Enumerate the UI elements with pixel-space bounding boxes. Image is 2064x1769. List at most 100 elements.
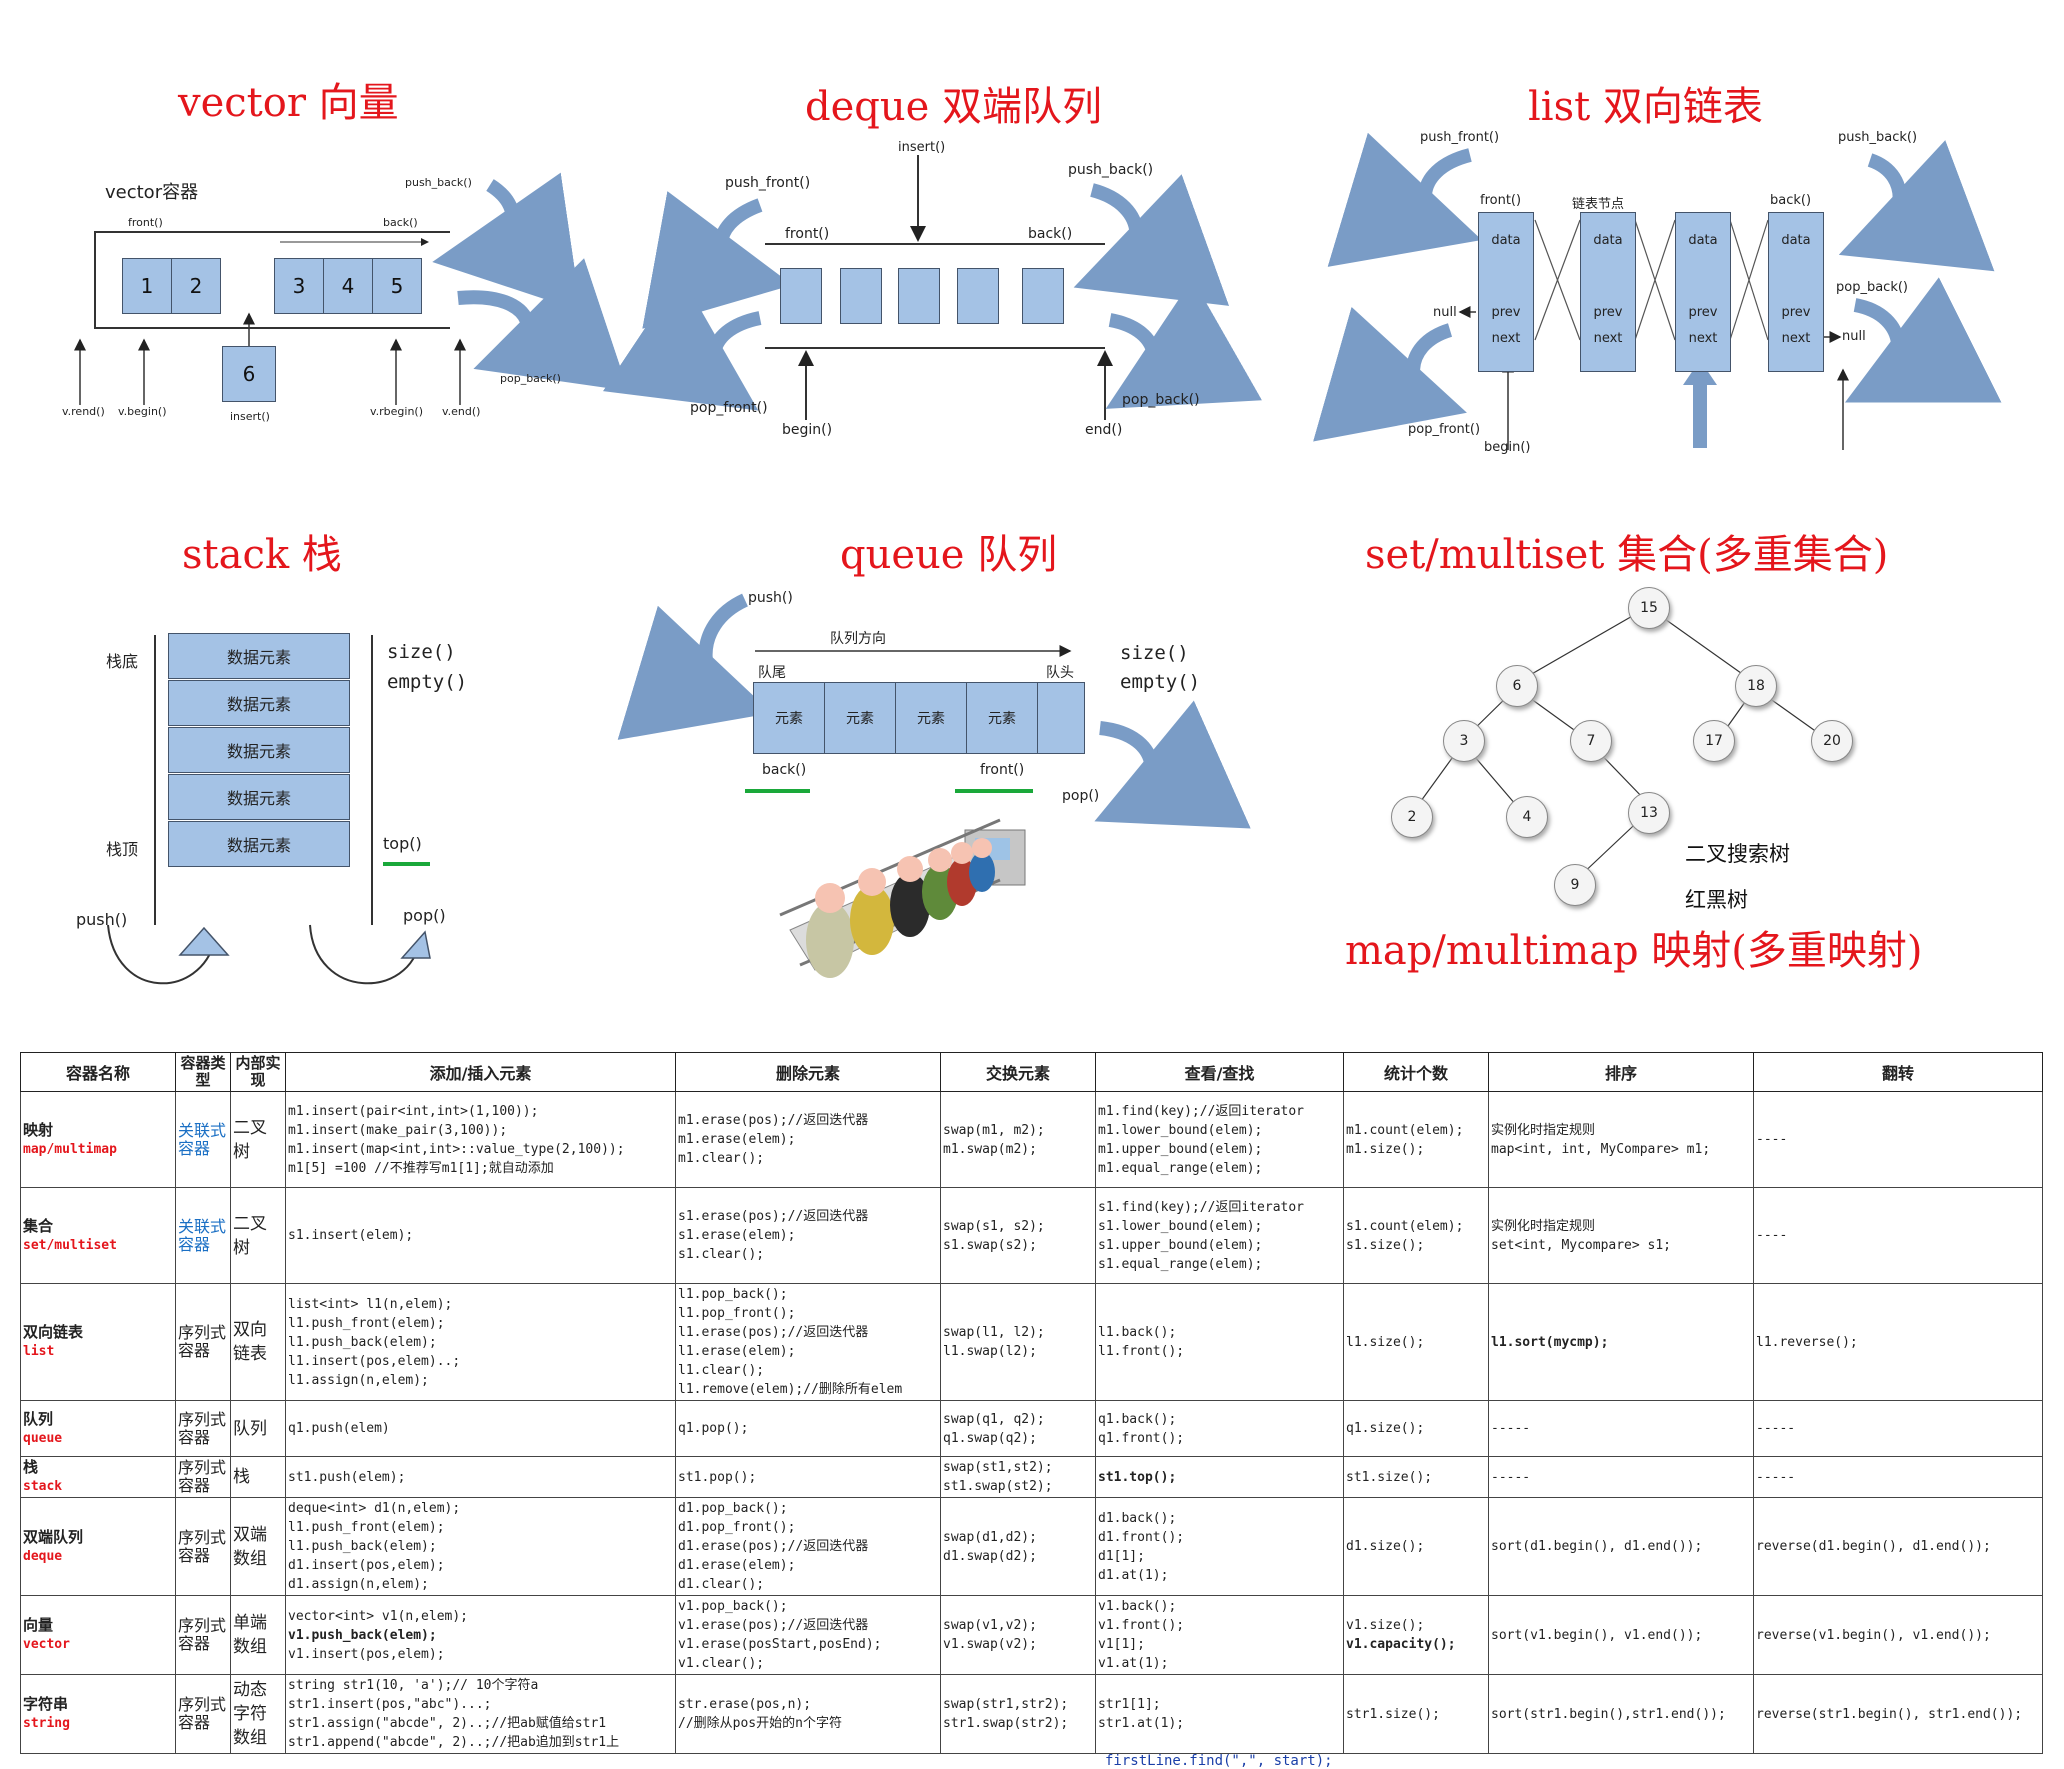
cell-line: sort(str1.begin(),str1.end()); <box>1491 1705 1751 1724</box>
cell-line: d1.assign(n,elem); <box>288 1575 673 1594</box>
cell-line: q1.size(); <box>1346 1419 1486 1438</box>
cell-line: s1.clear(); <box>678 1245 938 1264</box>
deque-end-label: end() <box>1085 422 1122 438</box>
cell-line: q1.pop(); <box>678 1419 938 1438</box>
queue-direction-label: 队列方向 <box>830 628 886 648</box>
col-header: 交换元素 <box>941 1053 1096 1092</box>
list-push-back-label: push_back() <box>1838 130 1917 145</box>
stack-size-label: size() <box>387 641 456 663</box>
deque-cell <box>898 268 940 324</box>
vector-pop-back-curve <box>458 297 528 360</box>
cell-sort: sort(d1.begin(), d1.end()); <box>1489 1498 1754 1596</box>
cell-container-type: 序列式容器 <box>176 1401 231 1457</box>
cell-add: s1.insert(elem); <box>286 1188 676 1284</box>
stack-cell: 数据元素 <box>168 633 350 679</box>
queue-people-illustration <box>780 820 1025 978</box>
cell-internal-impl: 双端数组 <box>231 1498 286 1596</box>
cell-line: s1.erase(pos);//返回迭代器 <box>678 1207 938 1226</box>
title-set: set/multiset 集合(多重集合) <box>1365 522 1888 580</box>
cell-del: v1.pop_back();v1.erase(pos);//返回迭代器v1.er… <box>676 1596 941 1675</box>
footer-code: firstLine.find(",", start); <box>1105 1753 1333 1769</box>
cell-del: q1.pop(); <box>676 1401 941 1457</box>
cell-line: s1.lower_bound(elem); <box>1098 1217 1341 1236</box>
cell-line: l1.clear(); <box>678 1361 938 1380</box>
cell-line: st1.swap(st2); <box>943 1477 1093 1496</box>
col-header: 翻转 <box>1754 1053 2043 1092</box>
list-front-label: front() <box>1480 193 1521 208</box>
cell-swap: swap(l1, l2);l1.swap(l2); <box>941 1284 1096 1401</box>
deque-push-back-curve <box>1092 190 1137 278</box>
cell-line: st1.size(); <box>1346 1468 1486 1487</box>
cell-line: s1.find(key);//返回iterator <box>1098 1198 1341 1217</box>
cell-line: v1.erase(posStart,posEnd); <box>678 1635 938 1654</box>
cell-line: swap(l1, l2); <box>943 1323 1093 1342</box>
list-push-front-label: push_front() <box>1420 130 1499 145</box>
col-header: 容器类型 <box>176 1053 231 1092</box>
vector-push-back-label: push_back() <box>405 176 472 189</box>
cell-line: m1[5] =100 //不推荐写m1[1];就自动添加 <box>288 1159 673 1178</box>
stack-top-label: top() <box>383 834 422 853</box>
cell-line: deque<int> d1(n,elem); <box>288 1499 673 1518</box>
cell-count: d1.size(); <box>1344 1498 1489 1596</box>
title-queue: queue 队列 <box>840 522 1057 580</box>
stack-empty-label: empty() <box>387 671 467 693</box>
list-node: dataprevnext <box>1675 212 1731 372</box>
col-header: 查看/查找 <box>1096 1053 1344 1092</box>
cell-line: str1.assign("abcde", 2)..;//把ab赋值给str1 <box>288 1714 673 1733</box>
cell-line: v1.erase(pos);//返回迭代器 <box>678 1616 938 1635</box>
container-name-en: list <box>23 1342 173 1361</box>
queue-back-label: back() <box>762 762 806 778</box>
cell-line: l1.pop_back(); <box>678 1285 938 1304</box>
cell-container-name: 集合set/multiset <box>21 1188 176 1284</box>
cell-line: str1.size(); <box>1346 1705 1486 1724</box>
cell-count: s1.count(elem);s1.size(); <box>1344 1188 1489 1284</box>
tree-node: 7 <box>1570 720 1612 762</box>
cell-count: q1.size(); <box>1344 1401 1489 1457</box>
cell-line: st1.push(elem); <box>288 1468 673 1487</box>
cell-line: v1.swap(v2); <box>943 1635 1093 1654</box>
cell-container-type: 序列式容器 <box>176 1498 231 1596</box>
vector-cell: 2 <box>171 258 221 314</box>
list-begin-label: begin() <box>1484 440 1531 455</box>
cell-line: st1.pop(); <box>678 1468 938 1487</box>
cell-count: st1.size(); <box>1344 1457 1489 1498</box>
queue-cell: 元素 <box>824 682 896 754</box>
vector-cell: 5 <box>372 258 422 314</box>
queue-cell-empty <box>1037 682 1085 754</box>
cell-rev: reverse(d1.begin(), d1.end()); <box>1754 1498 2043 1596</box>
list-node: dataprevnext <box>1768 212 1824 372</box>
stack-cell: 数据元素 <box>168 774 350 820</box>
stack-cell: 数据元素 <box>168 821 350 867</box>
deque-pop-front-curve <box>713 318 760 395</box>
cell-internal-impl: 二叉树 <box>231 1188 286 1284</box>
cell-count: v1.size();v1.capacity(); <box>1344 1596 1489 1675</box>
tree-node: 4 <box>1506 796 1548 838</box>
tree-node: 20 <box>1811 720 1853 762</box>
cell-internal-impl: 动态字符数组 <box>231 1675 286 1754</box>
queue-cell: 元素 <box>753 682 825 754</box>
list-pop-front-curve <box>1413 330 1450 405</box>
cell-line: d1[1]; <box>1098 1547 1341 1566</box>
cell-line: sort(d1.begin(), d1.end()); <box>1491 1537 1751 1556</box>
cell-line: set<int, Mycompare> s1; <box>1491 1236 1751 1255</box>
cell-line: reverse(d1.begin(), d1.end()); <box>1756 1537 2040 1556</box>
cell-line: m1.erase(elem); <box>678 1130 938 1149</box>
title-list: list 双向链表 <box>1528 74 1763 132</box>
cell-del: s1.erase(pos);//返回迭代器s1.erase(elem);s1.c… <box>676 1188 941 1284</box>
queue-cell: 元素 <box>966 682 1038 754</box>
cell-swap: swap(q1, q2);q1.swap(q2); <box>941 1401 1096 1457</box>
title-map: map/multimap 映射(多重映射) <box>1345 918 1923 976</box>
cell-line: m1.clear(); <box>678 1149 938 1168</box>
tree-node: 6 <box>1496 665 1538 707</box>
cell-line: v1[1]; <box>1098 1635 1341 1654</box>
queue-head-label: 队头 <box>1046 662 1074 682</box>
cell-line: s1.size(); <box>1346 1236 1486 1255</box>
cell-count: m1.count(elem);m1.size(); <box>1344 1092 1489 1188</box>
vector-insert-label: insert() <box>230 410 270 423</box>
